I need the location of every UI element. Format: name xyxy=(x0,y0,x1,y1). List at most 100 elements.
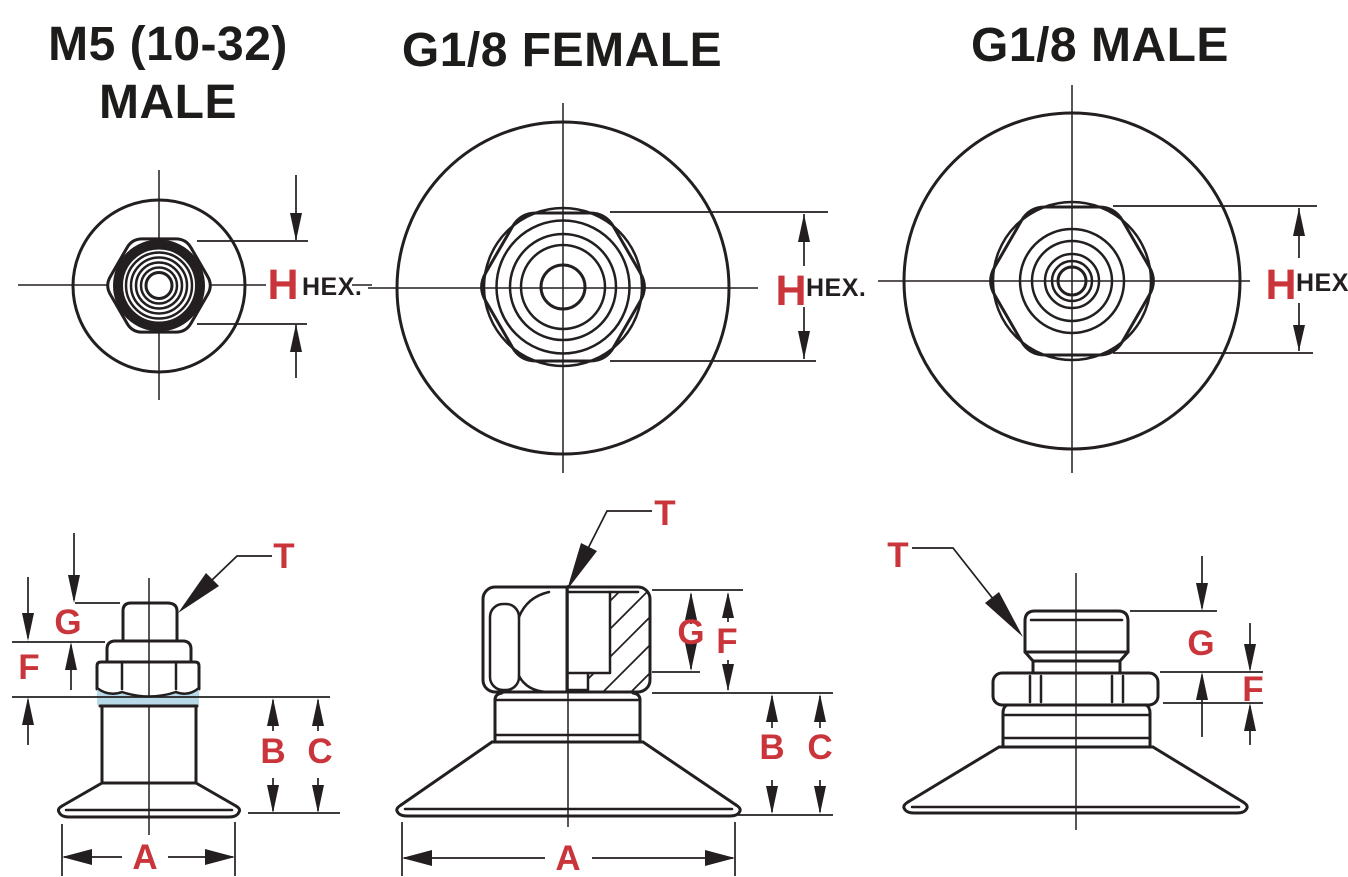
t-leader: T xyxy=(887,536,1023,637)
cup-lip xyxy=(395,803,742,818)
g-dimension: G xyxy=(677,592,705,671)
dim-label-a: A xyxy=(132,838,157,877)
left-hex-facet xyxy=(488,602,521,692)
neck-lines xyxy=(493,698,642,737)
thread-circles xyxy=(124,251,194,320)
dim-label-f: F xyxy=(1242,670,1263,709)
center-hole xyxy=(539,263,587,311)
dim-label-hex: HEX. xyxy=(1296,269,1348,297)
arrowhead-down xyxy=(1293,325,1305,351)
crosshair-centerlines xyxy=(368,103,758,473)
h-hex-dimension: H HEX. xyxy=(1113,205,1348,354)
stud-neck xyxy=(1023,650,1130,675)
leader-arrowhead xyxy=(178,573,219,613)
h-hex-dimension: H HEX. xyxy=(610,211,866,362)
dim-label-b: B xyxy=(759,728,784,767)
dim-label-h: H xyxy=(267,261,298,309)
title-m5-male-line2: MALE xyxy=(99,76,237,129)
dim-label-g: G xyxy=(1187,624,1214,663)
section-hatching xyxy=(588,592,649,692)
extension-lines xyxy=(1113,205,1317,354)
hex-chamfer-circle xyxy=(991,200,1153,362)
cup-cone xyxy=(906,745,1245,804)
cup-cone xyxy=(60,781,238,808)
g-dimension: G xyxy=(1187,556,1215,737)
f-dimension: F xyxy=(12,577,105,745)
f-dimension: F xyxy=(1242,623,1264,745)
dim-label-a: A xyxy=(555,839,580,877)
titles: M5 (10-32) MALE G1/8 FEMALE G1/8 MALE xyxy=(48,18,1229,129)
thread-bore xyxy=(565,590,612,692)
cup-outer-rim-circle xyxy=(395,120,731,456)
neck-walls xyxy=(1001,703,1152,749)
side-view-g18-male: T G F xyxy=(887,536,1264,830)
mid-facet-arcs xyxy=(517,590,551,694)
top-view-g18-male: H HEX. xyxy=(878,85,1348,473)
arrowhead-up xyxy=(798,214,810,242)
threaded-stud xyxy=(121,601,179,643)
leader-arrowhead xyxy=(985,592,1023,637)
dim-label-g: G xyxy=(54,603,81,642)
extension-lines xyxy=(61,822,236,876)
cup-cone xyxy=(399,740,738,807)
dim-label-hex: HEX. xyxy=(302,273,362,301)
cup-outer-rim-circle xyxy=(902,111,1242,451)
dim-label-g: G xyxy=(677,613,704,652)
center-hole xyxy=(1056,265,1088,297)
hex-chamfer-circle xyxy=(482,206,644,368)
washer xyxy=(105,639,193,664)
side-view-g18-female: T G F B C xyxy=(395,494,833,877)
leader-arrowhead xyxy=(567,543,597,590)
dim-label-f: F xyxy=(18,648,39,687)
dim-label-t: T xyxy=(887,536,908,575)
hex-facet-lines xyxy=(1028,674,1125,704)
dim-label-c: C xyxy=(807,728,832,767)
threaded-stud xyxy=(1023,609,1130,654)
c-dimension: C xyxy=(807,694,833,814)
b-dimension: B xyxy=(260,698,286,813)
t-leader: T xyxy=(178,537,295,613)
dim-label-b: B xyxy=(260,732,285,771)
thread-circles xyxy=(495,219,631,355)
c-dimension: C xyxy=(307,698,333,813)
a-dimension: A xyxy=(61,822,236,877)
title-g18-male: G1/8 MALE xyxy=(971,19,1229,72)
extension-lines xyxy=(610,211,828,362)
extension-lines xyxy=(401,822,736,876)
center-hole xyxy=(144,271,174,300)
dim-label-h: H xyxy=(1265,261,1296,309)
top-view-m5-male: H HEX. xyxy=(18,170,372,400)
dim-label-hex: HEX. xyxy=(806,274,866,302)
arrowhead-up xyxy=(1293,208,1305,236)
hex-chamfer-band xyxy=(113,239,205,332)
cup-body xyxy=(100,704,198,785)
side-view-m5-male: T G F B xyxy=(12,533,340,877)
hex-nut-body xyxy=(991,671,1160,707)
hex-nut-body xyxy=(95,660,201,691)
arrowhead-down xyxy=(290,213,302,241)
dim-label-f: F xyxy=(716,622,737,661)
cup-lip xyxy=(56,804,242,819)
cup-lip xyxy=(902,800,1249,815)
arrowhead-down xyxy=(798,331,810,359)
b-dimension: B xyxy=(759,694,785,814)
h-hex-dimension: H HEX. xyxy=(197,175,362,378)
t-leader: T xyxy=(567,494,676,590)
cup-outer-rim-circle xyxy=(71,198,247,374)
dim-label-h: H xyxy=(775,267,806,315)
g-dimension: G xyxy=(54,533,120,690)
dim-label-c: C xyxy=(307,732,332,771)
arrowhead-up xyxy=(290,324,302,352)
hex-facet-lines xyxy=(120,662,178,691)
dim-label-t: T xyxy=(654,494,675,533)
extension-lines xyxy=(197,240,308,325)
neck-lines xyxy=(1001,713,1152,740)
f-dimension: F xyxy=(716,592,738,691)
crosshair-centerlines xyxy=(878,85,1250,473)
title-g18-female: G1/8 FEMALE xyxy=(402,24,722,77)
thread-circles xyxy=(1018,227,1126,335)
a-dimension: A xyxy=(401,822,736,877)
title-m5-male-line1: M5 (10-32) xyxy=(48,18,288,71)
